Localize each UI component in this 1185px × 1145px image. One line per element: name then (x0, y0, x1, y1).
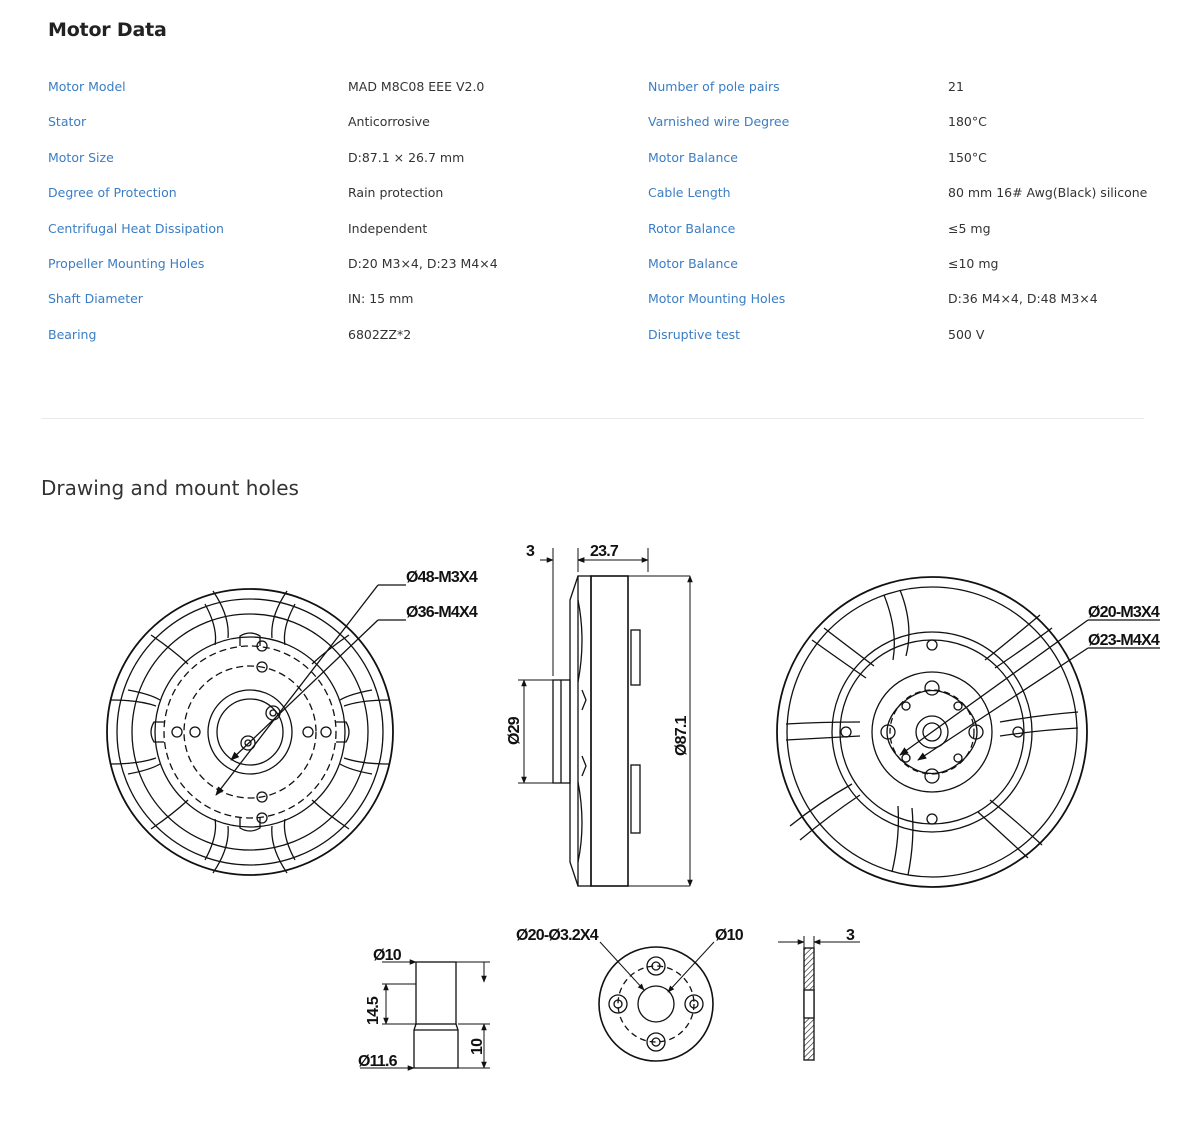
motor-side-view (518, 548, 693, 887)
section-title: Motor Data (48, 19, 167, 41)
side-height-label: 23.7 (590, 543, 619, 560)
spec-value: Anticorrosive (348, 114, 430, 130)
spec-label: Motor Model (48, 79, 126, 94)
spec-value: D:87.1 × 26.7 mm (348, 149, 465, 165)
spec-row: Motor Size D:87.1 × 26.7 mm Motor Balanc… (48, 141, 1148, 176)
adapter-center-label: Ø10 (715, 927, 744, 944)
spec-row: Propeller Mounting Holes D:20 M3×4, D:23… (48, 247, 1148, 282)
motor-front-view (106, 584, 406, 876)
shaft-length-label: 14.5 (365, 996, 382, 1025)
spec-value: 500 V (948, 326, 985, 342)
motor-spec-table: Motor Model MAD M8C08 EEE V2.0 Number of… (48, 70, 1148, 353)
spec-label: Shaft Diameter (48, 291, 143, 307)
side-diameter-label: Ø87.1 (673, 716, 690, 756)
spec-value: 150°C (948, 149, 987, 165)
spec-label: Centrifugal Heat Dissipation (48, 220, 224, 236)
spec-label: Number of pole pairs (648, 79, 780, 94)
spec-value: Rain protection (348, 185, 444, 201)
adapter-holes-label: Ø20-Ø3.2X4 (516, 927, 599, 944)
spec-label: Bearing (48, 326, 97, 342)
spec-row: Degree of Protection Rain protection Cab… (48, 176, 1148, 211)
adapter-thickness-label: 3 (846, 927, 855, 944)
front-hole-inner-label: Ø36-M4X4 (406, 604, 478, 621)
spec-value: 21 (948, 79, 964, 94)
spec-row: Centrifugal Heat Dissipation Independent… (48, 212, 1148, 247)
spec-label: Stator (48, 114, 87, 130)
spec-value: 180°C (948, 114, 987, 130)
spec-row: Motor Model MAD M8C08 EEE V2.0 Number of… (48, 70, 1148, 105)
spec-label: Motor Size (48, 149, 114, 165)
spec-row: Bearing 6802ZZ*2 Disruptive test 500 V (48, 318, 1148, 353)
spec-value: ≤5 mg (948, 220, 991, 236)
motor-back-view (776, 576, 1160, 888)
adapter-detail (598, 941, 715, 1062)
side-thickness-label: 3 (526, 543, 535, 560)
spec-value: D:20 M3×4, D:23 M4×4 (348, 255, 498, 271)
spec-label: Motor Mounting Holes (648, 291, 786, 307)
front-hole-outer-label: Ø48-M3X4 (406, 569, 478, 586)
side-hub-label: Ø29 (506, 716, 523, 745)
spec-label: Varnished wire Degree (648, 114, 790, 130)
spec-label: Rotor Balance (648, 220, 736, 236)
spec-value: MAD M8C08 EEE V2.0 (348, 79, 485, 94)
spec-label: Motor Balance (648, 255, 738, 271)
back-hole-outer-label: Ø20-M3X4 (1088, 604, 1160, 621)
spec-row: Shaft Diameter IN: 15 mm Motor Mounting … (48, 282, 1148, 317)
spec-label: Motor Balance (648, 149, 738, 165)
shaft-detail (360, 959, 490, 1071)
adapter-thickness-detail (778, 936, 860, 1061)
spec-value: IN: 15 mm (348, 291, 414, 307)
spec-value: D:36 M4×4, D:48 M3×4 (948, 291, 1098, 307)
spec-value: 6802ZZ*2 (348, 326, 412, 342)
section-divider (41, 418, 1144, 419)
drawing-title: Drawing and mount holes (41, 476, 299, 500)
spec-value: Independent (348, 220, 428, 236)
spec-value: 80 mm 16# Awg(Black) silicone (948, 185, 1148, 201)
shaft-lower-height-label: 10 (469, 1038, 486, 1055)
spec-value: ≤10 mg (948, 255, 999, 271)
spec-row: Stator Anticorrosive Varnished wire Degr… (48, 105, 1148, 140)
spec-label: Disruptive test (648, 326, 741, 342)
spec-label: Propeller Mounting Holes (48, 255, 205, 271)
spec-label: Cable Length (648, 185, 731, 201)
spec-label: Degree of Protection (48, 185, 177, 201)
back-hole-inner-label: Ø23-M4X4 (1088, 632, 1160, 649)
shaft-bottom-diameter-label: Ø11.6 (358, 1053, 398, 1070)
shaft-top-diameter-label: Ø10 (373, 947, 402, 964)
